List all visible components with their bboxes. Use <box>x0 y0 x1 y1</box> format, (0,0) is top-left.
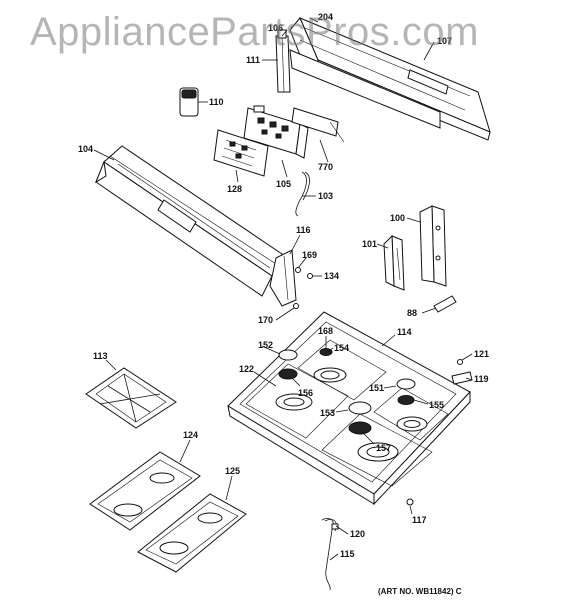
part-119 <box>451 371 473 385</box>
part-control-board <box>243 105 309 159</box>
leader-lines <box>93 17 473 561</box>
part-control-panel <box>94 145 283 297</box>
callout-labels: 204 106 107 111 110 770 104 128 105 103 … <box>78 12 489 596</box>
callout-134: 134 <box>324 271 339 281</box>
callout-151: 151 <box>369 383 384 393</box>
callout-103: 103 <box>318 191 333 201</box>
part-backsplash <box>289 17 491 141</box>
burner-caps <box>278 349 416 415</box>
callout-119: 119 <box>474 374 489 384</box>
callout-204: 204 <box>318 12 333 22</box>
part-end-bracket <box>275 29 291 93</box>
callout-116: 116 <box>296 225 311 235</box>
callout-156: 156 <box>298 388 313 398</box>
callout-101: 101 <box>362 239 377 249</box>
part-grate <box>85 367 177 429</box>
callout-770: 770 <box>318 162 333 172</box>
part-rod-115 <box>321 518 339 591</box>
callout-117: 117 <box>412 515 427 525</box>
callout-124: 124 <box>183 430 198 440</box>
callout-88: 88 <box>407 308 417 318</box>
callout-105: 105 <box>276 179 291 189</box>
callout-122: 122 <box>239 364 254 374</box>
burner-heads <box>278 348 415 435</box>
callout-157: 157 <box>376 443 391 453</box>
callout-170: 170 <box>258 315 273 325</box>
callout-106: 106 <box>268 23 283 33</box>
callout-168: 168 <box>318 326 333 336</box>
part-bracket-101 <box>383 234 405 291</box>
callout-154: 154 <box>334 343 349 353</box>
part-screw-121 <box>457 359 463 365</box>
watermark-text: AppliancePartsPros.com <box>30 10 479 54</box>
part-bracket-116 <box>269 249 313 307</box>
part-110 <box>179 87 199 117</box>
callout-115: 115 <box>340 549 355 559</box>
callout-128: 128 <box>227 184 242 194</box>
callout-120: 120 <box>350 529 365 539</box>
callout-125: 125 <box>225 466 240 476</box>
callout-169: 169 <box>302 250 317 260</box>
callout-111: 111 <box>246 55 260 65</box>
callout-104: 104 <box>78 144 93 154</box>
callout-152: 152 <box>258 340 273 350</box>
part-overlay-128 <box>213 129 269 177</box>
callout-121: 121 <box>474 349 489 359</box>
callout-153: 153 <box>320 408 335 418</box>
callout-110: 110 <box>209 97 224 107</box>
part-screw-117 <box>406 498 414 506</box>
part-drip-pan-124 <box>89 451 201 531</box>
art-number: (ART NO. WB11842) C <box>378 587 462 596</box>
callout-107: 107 <box>437 36 452 46</box>
callout-114: 114 <box>397 327 412 337</box>
part-screw-170 <box>293 303 299 309</box>
callout-113: 113 <box>93 351 108 361</box>
part-bracket-770 <box>291 107 345 143</box>
callout-100: 100 <box>390 213 405 223</box>
part-bracket-100 <box>419 205 447 287</box>
part-wire-103 <box>295 171 307 217</box>
part-88 <box>433 295 457 313</box>
callout-155: 155 <box>429 400 444 410</box>
part-drip-pan-125 <box>137 493 247 573</box>
